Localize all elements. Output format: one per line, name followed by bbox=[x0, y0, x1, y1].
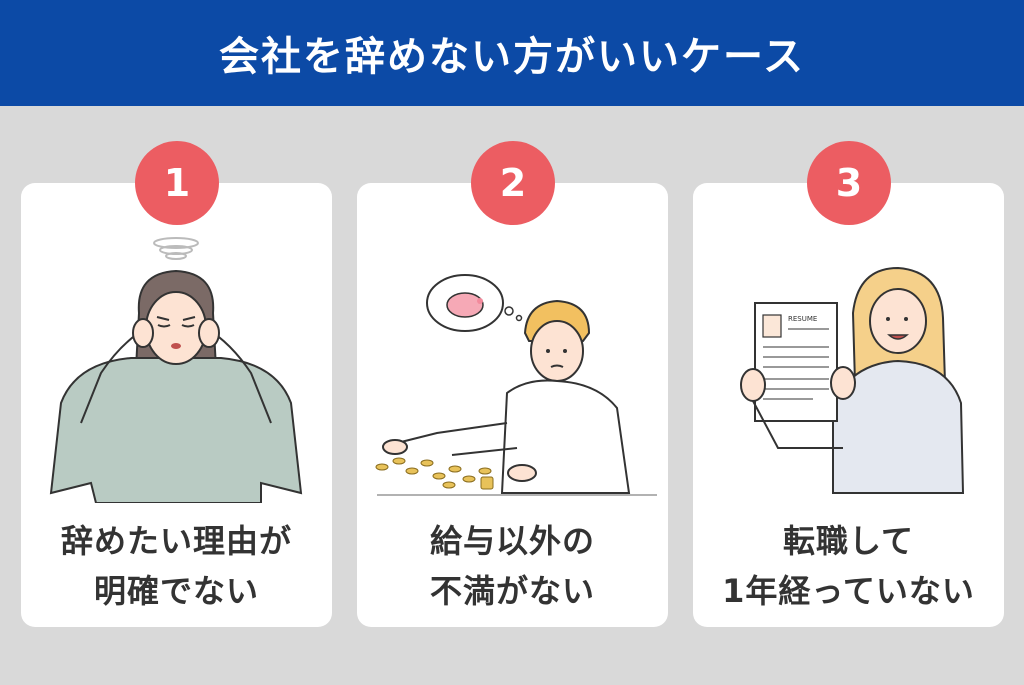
resume-document-icon: RESUME bbox=[754, 302, 838, 422]
caption-line-1: 辞めたい理由が bbox=[60, 522, 292, 560]
header-banner: 会社を辞めない方がいいケース bbox=[0, 0, 1024, 106]
caption-line-1: 給与以外の bbox=[429, 522, 595, 560]
page-title: 会社を辞めない方がいいケース bbox=[219, 34, 805, 80]
piggy-bank-icon bbox=[446, 292, 484, 318]
case-card-2: 給与以外の 不満がない bbox=[357, 183, 668, 627]
case-caption-2: 給与以外の 不満がない bbox=[357, 516, 668, 616]
woman-holding-resume-illustration: RESUME bbox=[740, 266, 965, 494]
caption-line-2: 明確でない bbox=[93, 572, 259, 610]
caption-line-2: 不満がない bbox=[429, 572, 595, 610]
number-badge-2: 2 bbox=[471, 141, 555, 225]
caption-line-2: 1年経っていない bbox=[722, 572, 975, 610]
resume-label: RESUME bbox=[788, 315, 817, 323]
case-caption-1: 辞めたい理由が 明確でない bbox=[21, 516, 332, 616]
case-caption-3: 転職して 1年経っていない bbox=[693, 516, 1004, 616]
coins-icon bbox=[375, 457, 494, 490]
case-card-3: RESUME 転職して 1年経っていない bbox=[693, 183, 1004, 627]
man-counting-coins-illustration bbox=[375, 274, 657, 496]
number-badge-1: 1 bbox=[135, 141, 219, 225]
number-badge-3: 3 bbox=[807, 141, 891, 225]
dizzy-swirl-icon bbox=[153, 237, 199, 260]
stressed-woman-illustration bbox=[49, 237, 303, 503]
case-card-1: 辞めたい理由が 明確でない bbox=[21, 183, 332, 627]
caption-line-1: 転職して bbox=[782, 522, 915, 560]
